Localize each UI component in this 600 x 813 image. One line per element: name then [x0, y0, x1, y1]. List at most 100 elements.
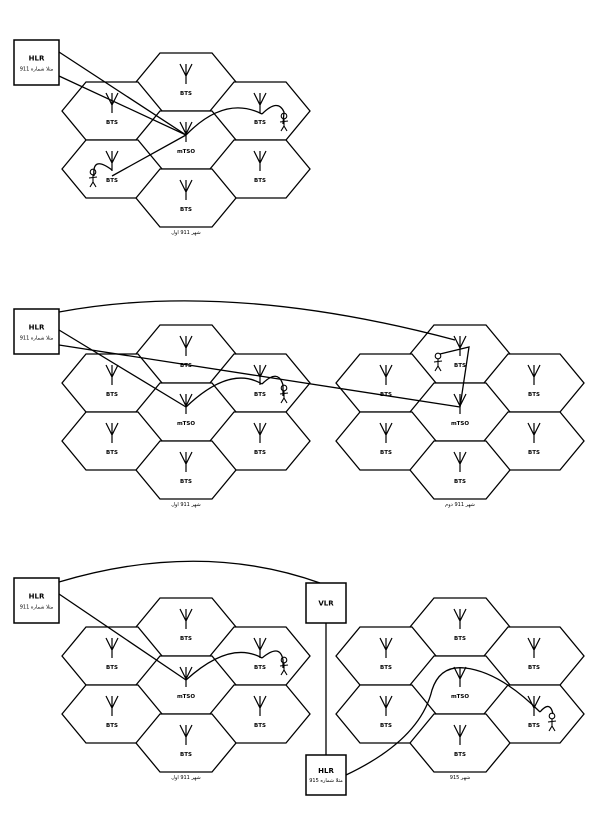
antenna-icon	[453, 666, 467, 687]
msc-to-user-link	[185, 107, 263, 136]
bts-label: BTS	[380, 450, 392, 456]
bts-label: BTS	[106, 723, 118, 729]
antenna-icon	[379, 422, 393, 443]
person-icon	[433, 352, 443, 372]
hlr-box-3-title: HLR	[29, 592, 45, 600]
bts-label: BTS	[180, 91, 192, 97]
cell-lower-left: BTS	[61, 139, 163, 199]
antenna-icon	[105, 422, 119, 443]
antenna-icon	[253, 422, 267, 443]
bts-label: BTS	[454, 636, 466, 642]
bts-label: BTS	[106, 120, 118, 126]
antenna-icon	[179, 121, 193, 142]
roaming-signal-arc	[58, 300, 456, 341]
antenna-icon	[179, 666, 193, 687]
vlr-box-title: VLR	[318, 599, 334, 607]
antenna-icon	[105, 637, 119, 658]
bts-label: BTS	[528, 450, 540, 456]
person-icon	[547, 712, 557, 732]
bts-label: BTS	[380, 665, 392, 671]
bts-label: BTS	[528, 392, 540, 398]
city-caption: شهر 911 دوم	[445, 502, 475, 508]
msc-label: mTSO	[177, 149, 195, 155]
antenna-icon	[527, 364, 541, 385]
antenna-icon	[179, 179, 193, 200]
cell-bottom: BTS	[135, 713, 237, 773]
bts-label: BTS	[528, 723, 540, 729]
antenna-icon	[179, 608, 193, 629]
cell-bottom: BTS	[409, 440, 511, 500]
person-icon	[279, 384, 289, 404]
foreign-msc-to-user-link	[439, 346, 470, 408]
bts-label: BTS	[454, 752, 466, 758]
antenna-icon	[527, 422, 541, 443]
antenna-icon	[527, 637, 541, 658]
bts-label: BTS	[454, 363, 466, 369]
msc-label: mTSO	[451, 694, 469, 700]
bts-label: BTS	[180, 479, 192, 485]
antenna-icon	[105, 695, 119, 716]
hlr-to-msc-link	[58, 51, 187, 136]
bts-label: BTS	[180, 207, 192, 213]
bts-label: BTS	[254, 178, 266, 184]
hlr-box-2-title: HLR	[29, 323, 45, 331]
antenna-icon	[453, 608, 467, 629]
person-icon	[88, 168, 98, 188]
antenna-icon	[105, 150, 119, 171]
user-arc	[261, 650, 284, 668]
user-arc-2	[93, 163, 113, 177]
bts-label: BTS	[180, 363, 192, 369]
hlr-to-msc-link-2	[58, 75, 187, 136]
msc-label: mTSO	[451, 421, 469, 427]
bts-label: BTS	[254, 723, 266, 729]
bts-label: BTS	[106, 450, 118, 456]
bts-label: BTS	[454, 479, 466, 485]
antenna-icon	[253, 364, 267, 385]
cell-upper-right: BTS	[483, 353, 585, 413]
cell-bottom: BTS	[409, 713, 511, 773]
city-caption: شهر 911 اول	[171, 502, 200, 508]
bts-label: BTS	[528, 665, 540, 671]
hlr-to-msc-link	[58, 593, 187, 681]
bts-label: BTS	[106, 392, 118, 398]
antenna-icon	[179, 393, 193, 414]
hlr-box-4-title: HLR	[318, 767, 334, 775]
hlr-box-4: HLR مثلا شماره 915	[305, 754, 347, 796]
bts-label: BTS	[254, 120, 266, 126]
user-arc	[261, 104, 285, 125]
hlr-box-3-subtitle: مثلا شماره 911	[20, 605, 54, 611]
hlr-box-1-title: HLR	[29, 54, 45, 62]
bts-label: BTS	[180, 636, 192, 642]
antenna-icon	[453, 724, 467, 745]
hlr-to-msc-link	[58, 329, 187, 408]
third-city-user-link	[345, 667, 541, 776]
antenna-icon	[179, 451, 193, 472]
antenna-icon	[179, 335, 193, 356]
cell-bottom: BTS	[135, 168, 237, 228]
msc-to-user-link	[185, 377, 263, 408]
antenna-icon	[105, 364, 119, 385]
cell-bottom: BTS	[135, 440, 237, 500]
antenna-icon	[453, 335, 467, 356]
bts-label: BTS	[254, 665, 266, 671]
msc-label: mTSO	[177, 694, 195, 700]
cell-lower-left: BTS	[61, 411, 163, 471]
hlr-box-1-subtitle: مثلا شماره 911	[20, 67, 54, 73]
hlr-to-vlr-arc	[58, 560, 321, 584]
antenna-icon	[253, 150, 267, 171]
hlr-box-4-subtitle: مثلا شماره 915	[309, 778, 343, 784]
antenna-icon	[253, 695, 267, 716]
bts-label: BTS	[180, 752, 192, 758]
city-caption: شهر 911 اول	[171, 775, 200, 781]
bts-label: BTS	[254, 450, 266, 456]
antenna-icon	[179, 63, 193, 84]
hlr-box-2-subtitle: مثلا شماره 911	[20, 336, 54, 342]
msc-to-user-link	[185, 651, 263, 681]
bts-label: BTS	[106, 178, 118, 184]
antenna-icon	[179, 724, 193, 745]
bts-label: BTS	[380, 723, 392, 729]
